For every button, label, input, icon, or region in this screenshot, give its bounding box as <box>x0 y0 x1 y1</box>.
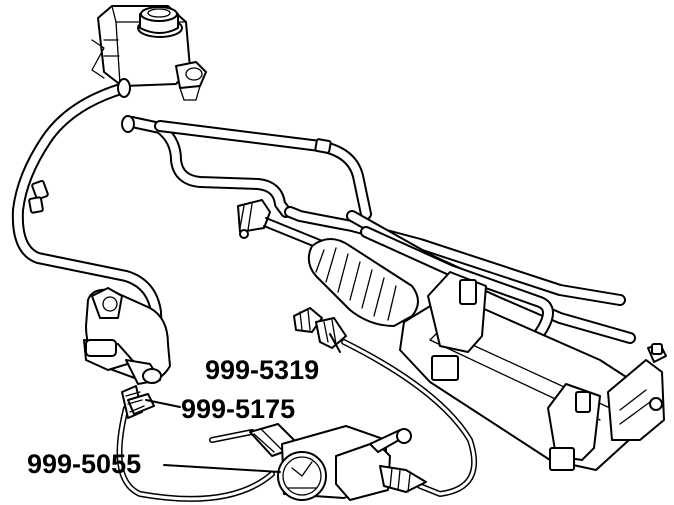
adapter-999-5175 <box>121 385 155 419</box>
callout-tool-999-5055: 999-5055 <box>27 449 142 479</box>
leader-lines <box>145 333 341 473</box>
reservoir-cap <box>137 6 183 38</box>
tie-rod-end <box>237 199 331 253</box>
leader-999-5319 <box>329 333 341 353</box>
leader-999-5175 <box>145 399 181 408</box>
test-hose-pump-side <box>116 405 275 502</box>
supply-pipe <box>11 82 164 378</box>
reservoir-outlet <box>175 61 207 101</box>
leader-999-5055 <box>163 464 281 473</box>
rack-mount-brackets <box>427 271 601 471</box>
callout-tool-999-5175: 999-5175 <box>181 394 296 424</box>
hose-clamps <box>28 78 332 214</box>
adapter-999-5319 <box>293 307 347 349</box>
power-steering-pump <box>83 287 171 385</box>
pinion-valve <box>607 343 667 441</box>
test-hose-gear-side <box>209 339 478 497</box>
pressure-gauge-999-5055 <box>249 423 427 501</box>
callout-tool-999-5319: 999-5319 <box>205 355 320 385</box>
rack-boot <box>307 238 419 327</box>
return-pipe <box>126 116 372 220</box>
